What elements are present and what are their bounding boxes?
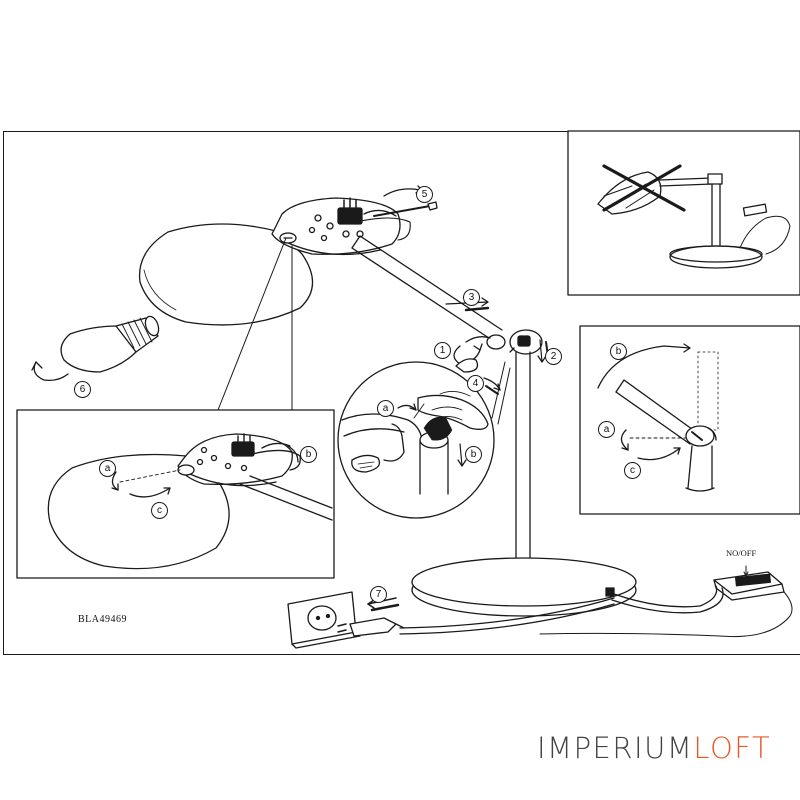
- inset-arm-detail: [579, 325, 800, 515]
- arrow-1: [453, 336, 491, 373]
- brand-part-1: IMPERIUM: [537, 731, 694, 765]
- brand-watermark: IMPERIUMLOFT: [537, 731, 771, 765]
- step-3-marker: 3: [463, 289, 480, 306]
- step-7-marker: 7: [370, 586, 387, 603]
- hand-icon: [413, 391, 489, 430]
- shade-a-marker: a: [99, 460, 116, 477]
- shade-c-marker: c: [151, 502, 168, 519]
- shade-b-marker: b: [300, 446, 317, 463]
- lamp-arm: [351, 235, 506, 350]
- inset-shade-detail: [16, 409, 335, 579]
- step-4-marker: 4: [467, 375, 484, 392]
- socket-icon: [287, 591, 361, 649]
- arrow-4: [483, 377, 501, 395]
- inset-no-cover: [567, 130, 800, 296]
- step-5-marker: 5: [416, 186, 433, 203]
- arm-c-marker: c: [624, 462, 641, 479]
- switch-label: NO/OFF: [726, 548, 757, 558]
- document-frame: [3, 131, 800, 655]
- cross-out-icon: [602, 164, 686, 212]
- lamp-joint: [509, 329, 543, 355]
- step-2-marker: 2: [545, 348, 562, 365]
- bulb-icon: [60, 315, 160, 373]
- arrow-6: [31, 361, 69, 382]
- lamp-shade: [138, 223, 314, 326]
- lamp-base: [411, 557, 637, 617]
- plug-icon: [337, 617, 405, 637]
- step-1-marker: 1: [434, 342, 451, 359]
- model-code: BLA49469: [78, 614, 127, 625]
- power-cable: [399, 585, 793, 638]
- arm-a-marker: a: [598, 421, 615, 438]
- lamp-head: [271, 197, 411, 256]
- switch-icon: [713, 565, 785, 601]
- brand-part-2: LOFT: [693, 731, 772, 765]
- arm-b-marker: b: [610, 343, 627, 360]
- joint-a-marker: a: [377, 400, 394, 417]
- step-6-marker: 6: [74, 381, 91, 398]
- joint-b-marker: b: [465, 446, 482, 463]
